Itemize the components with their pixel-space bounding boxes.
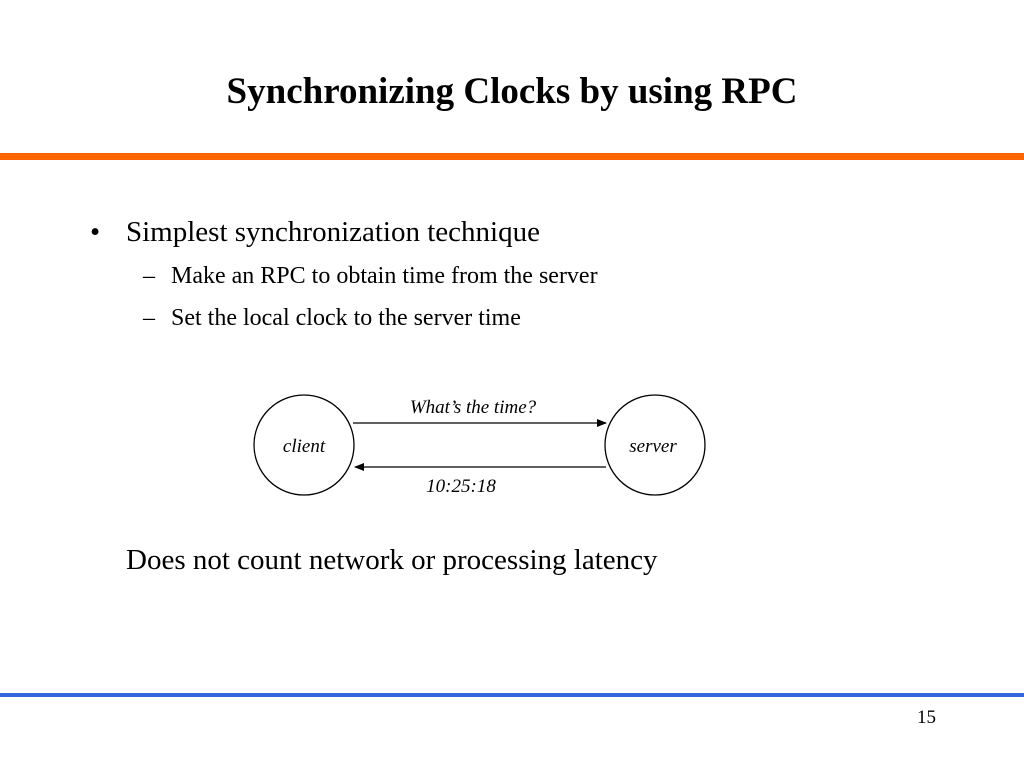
request-label: What’s the time? [410, 397, 537, 418]
page-number: 15 [917, 707, 936, 728]
footer-divider [0, 693, 1024, 697]
sub-bullet-text: Set the local clock to the server time [171, 305, 521, 331]
server-label: server [629, 436, 677, 457]
client-label: client [283, 436, 326, 457]
server-node [604, 394, 706, 496]
sub-bullet-mark: – [143, 263, 155, 289]
latency-note: Does not count network or processing lat… [126, 544, 658, 576]
client-node [253, 394, 355, 496]
bullet-mark: • [90, 216, 101, 248]
bullet-text: Simplest synchronization technique [126, 216, 540, 248]
sub-bullet-text: Make an RPC to obtain time from the serv… [171, 263, 598, 289]
sub-bullet-mark: – [143, 305, 155, 331]
slide-title: Synchronizing Clocks by using RPC [226, 71, 798, 112]
title-divider [0, 153, 1024, 160]
response-label: 10:25:18 [426, 476, 496, 497]
